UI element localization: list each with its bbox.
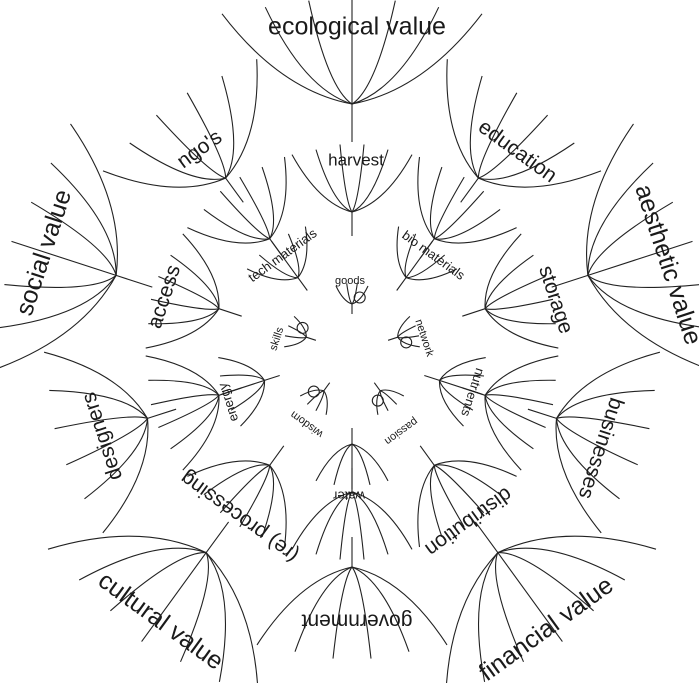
core-fan-3 <box>300 383 330 415</box>
outer-mid-fan-0 <box>447 59 601 202</box>
label-businesses: businesses <box>574 395 628 502</box>
label-government: government <box>301 609 412 632</box>
inner-fan-2 <box>316 428 388 489</box>
label-wisdom: wisdom <box>288 408 326 440</box>
label-bio-materials: bio materials <box>399 227 468 283</box>
label-distribution: distribution <box>421 483 517 561</box>
middle-fan-1 <box>418 157 517 258</box>
outer-mid-fan-4 <box>103 59 257 202</box>
core-node-circle <box>297 322 308 333</box>
label-education: education <box>474 115 561 187</box>
middle-fan-9 <box>187 157 286 258</box>
label-goods: goods <box>335 275 365 287</box>
label-passion: passion <box>382 415 420 447</box>
core-nodes <box>297 292 412 406</box>
label-network: network <box>412 318 435 359</box>
label-access: access <box>143 262 185 331</box>
label-social-value: social value <box>10 186 77 319</box>
label-cultural-value: cultural value <box>93 566 229 675</box>
label-storage: storage <box>534 263 578 337</box>
label-harvest: harvest <box>328 150 384 169</box>
core-fan-4 <box>284 316 316 346</box>
core-node-circle <box>354 292 365 303</box>
label-tech-materials: tech materials <box>245 225 320 285</box>
outer-fan-4 <box>0 124 152 371</box>
label-water: water <box>332 489 365 504</box>
label-financial-value: financial value <box>474 571 619 683</box>
label-aesthetic-value: aesthetic value <box>629 181 699 348</box>
label-designers: designers <box>77 389 127 483</box>
label-ngos: ngo's <box>173 125 227 173</box>
core-fan-0 <box>336 283 368 314</box>
outer-fan-2 <box>446 522 656 683</box>
label-skills: skills <box>268 325 287 352</box>
core-fan-2 <box>374 383 404 415</box>
core-node-circle <box>401 337 412 348</box>
label-nutrients: nutrients <box>458 366 488 419</box>
label-re-processing: (re) processing <box>176 466 303 567</box>
label-ecological-value: ecological value <box>268 13 446 41</box>
